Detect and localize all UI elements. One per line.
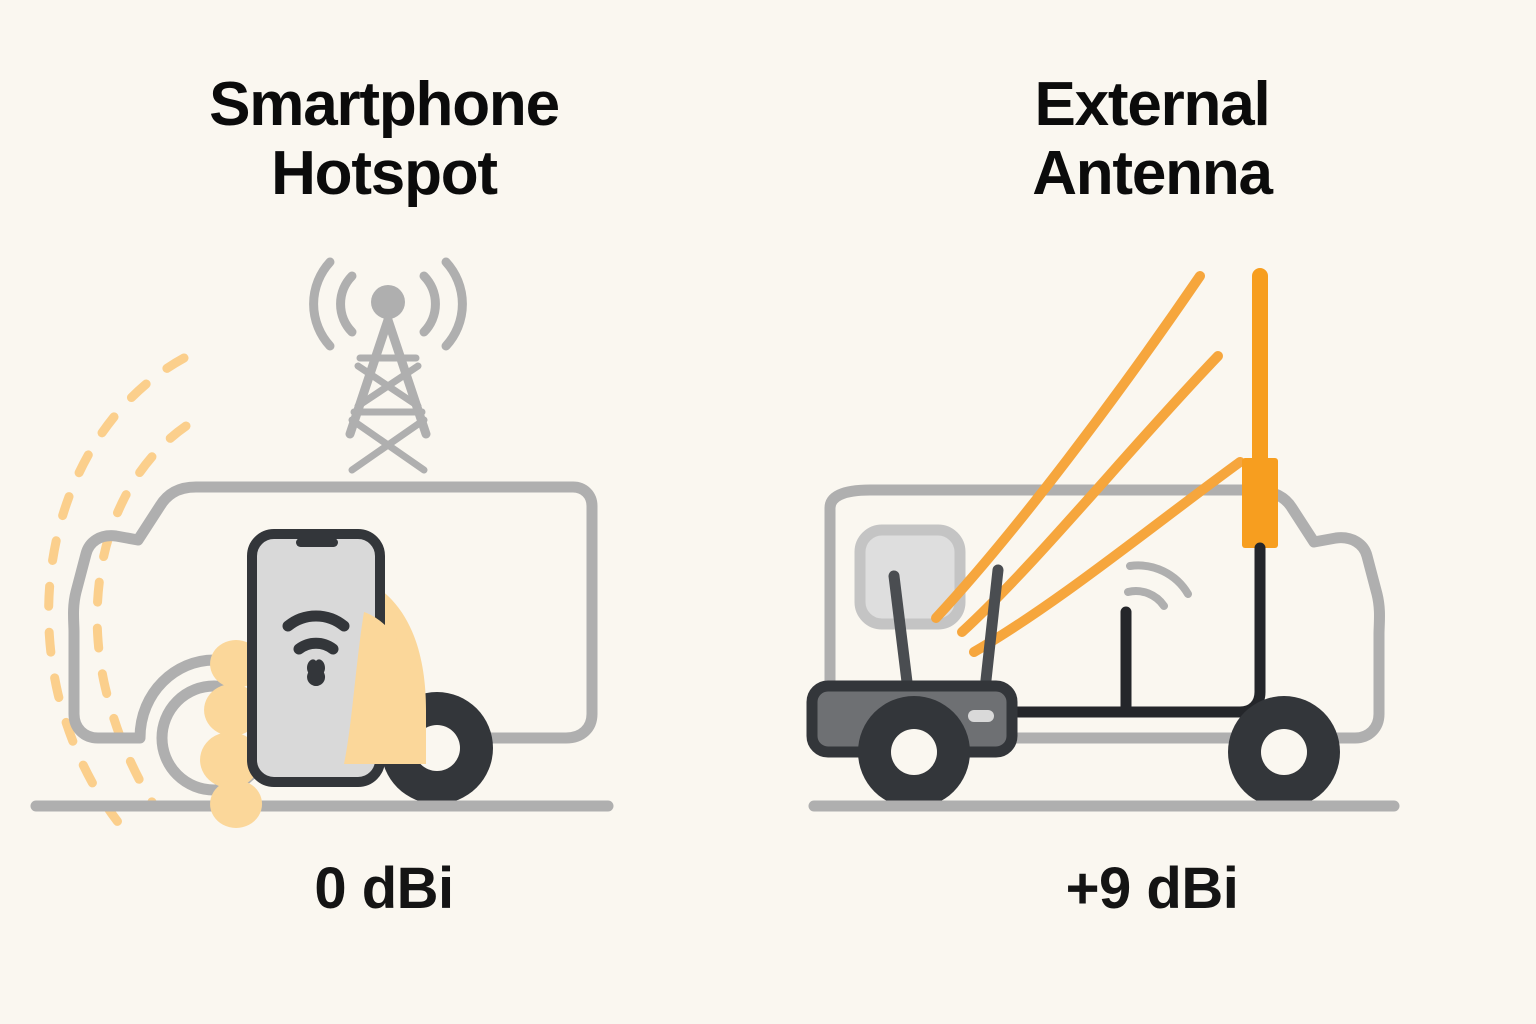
cell-tower-icon xyxy=(309,257,467,474)
panel-title-left: Smartphone Hotspot xyxy=(209,70,560,209)
rv-window-icon xyxy=(854,524,966,630)
scene-smartphone-hotspot xyxy=(0,240,768,840)
scene-external-antenna xyxy=(768,240,1536,840)
rv-rear-wheel xyxy=(1228,696,1340,808)
hand-thumb-icon xyxy=(344,612,424,764)
panel-smartphone-hotspot: Smartphone Hotspot xyxy=(0,70,768,921)
gain-value-right: +9 dBi xyxy=(1065,856,1239,921)
dashed-signal-arcs-icon xyxy=(44,353,191,837)
external-antenna-icon xyxy=(1242,268,1278,548)
gain-value-left: 0 dBi xyxy=(314,856,454,921)
solid-signal-arcs-icon xyxy=(931,271,1245,657)
panel-title-right: External Antenna xyxy=(1032,70,1273,209)
rv-outline-icon xyxy=(68,481,598,744)
wifi-icon xyxy=(282,610,350,686)
antenna-cable-icon xyxy=(1012,542,1266,718)
wifi-icon xyxy=(1124,561,1192,610)
router-antennas-icon xyxy=(888,564,1004,696)
rv-front-wheel xyxy=(858,696,970,808)
panel-external-antenna: External Antenna xyxy=(768,0,1536,1024)
